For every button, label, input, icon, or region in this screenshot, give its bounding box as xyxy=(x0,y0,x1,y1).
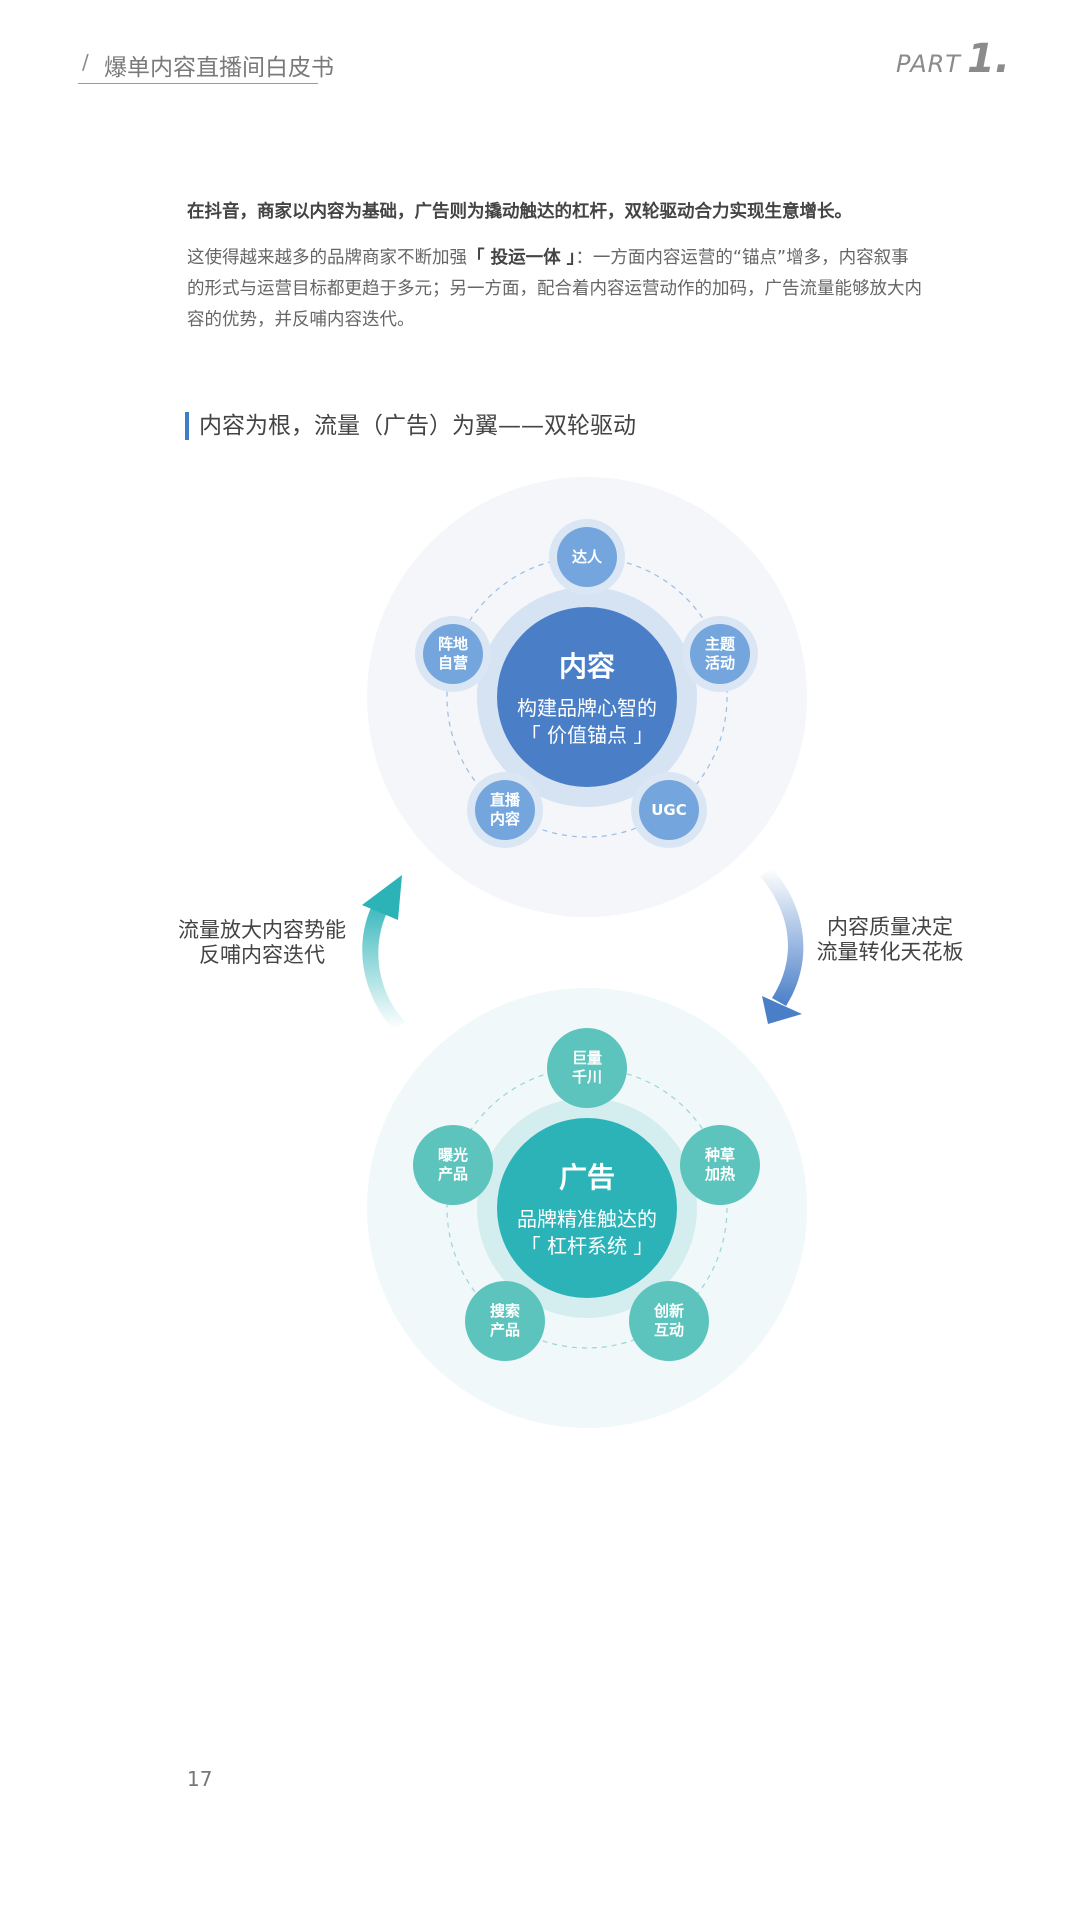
content-node-live-content: 直播 内容 xyxy=(475,780,535,840)
part-number: 1. xyxy=(966,36,1010,82)
document-title: 爆单内容直播间白皮书 xyxy=(104,55,334,81)
content-node-daren: 达人 xyxy=(557,527,617,587)
ad-node-exposure-products: 曝光 产品 xyxy=(413,1125,493,1205)
right-arrow-head xyxy=(762,996,802,1024)
ad-node-seeding-boost: 种草 加热 xyxy=(680,1125,760,1205)
right-curved-arrow xyxy=(760,868,804,1006)
left-flow-label-line-2: 反哺内容迭代 xyxy=(199,943,325,967)
ad-wheel-orbit xyxy=(446,1067,728,1349)
ad-hub-line-2: 「 杠杆系统 」 xyxy=(520,1234,654,1258)
content-hub: 内容 构建品牌心智的 「 价值锚点 」 xyxy=(497,607,677,787)
intro-line-1: 这使得越来越多的品牌商家不断加强「 投运一体 」：一方面内容运营的“锚点”增多，… xyxy=(187,243,977,274)
ad-hub-line-1: 品牌精准触达的 xyxy=(517,1207,657,1231)
intro-highlight: 「 投运一体 」 xyxy=(467,248,576,268)
page-number: 17 xyxy=(187,1767,213,1791)
content-hub-title: 内容 xyxy=(558,650,615,683)
intro-line-2: 的形式与运营目标都更趋于多元；另一方面，配合着内容运营动作的加码，广告流量能够放… xyxy=(187,279,922,299)
content-wheel-orbit xyxy=(446,556,728,838)
ad-node-juliang-qianchuan: 巨量 千川 xyxy=(547,1028,627,1108)
header-running-title: / 爆单内容直播间白皮书 xyxy=(78,46,334,84)
content-node-owned-position: 阵地 自营 xyxy=(423,624,483,684)
header-slash: / xyxy=(82,50,89,74)
intro-line-3: 容的优势，并反哺内容迭代。 xyxy=(187,310,415,330)
content-hub-line-1: 构建品牌心智的 xyxy=(517,696,657,720)
ad-hub-title: 广告 xyxy=(558,1161,615,1194)
ad-hub: 广告 品牌精准触达的 「 杠杆系统 」 xyxy=(497,1118,677,1298)
intro-line-1-after: ：一方面内容运营的“锚点”增多，内容叙事 xyxy=(575,248,909,268)
left-curved-arrow xyxy=(362,895,405,1030)
left-flow-label-line-1: 流量放大内容势能 xyxy=(178,918,346,942)
left-arrow-head xyxy=(362,875,402,920)
intro-paragraph: 这使得越来越多的品牌商家不断加强「 投运一体 」：一方面内容运营的“锚点”增多，… xyxy=(187,243,977,336)
intro-bold-line: 在抖音，商家以内容为基础，广告则为撬动触达的杠杆，双轮驱动合力实现生意增长。 xyxy=(187,202,852,222)
right-flow-label-line-1: 内容质量决定 xyxy=(827,915,953,939)
ad-node-search-products: 搜索 产品 xyxy=(465,1281,545,1361)
content-node-theme-activity: 主题 活动 xyxy=(690,624,750,684)
left-flow-label: 流量放大内容势能 反哺内容迭代 xyxy=(172,918,352,968)
right-flow-label: 内容质量决定 流量转化天花板 xyxy=(810,915,970,965)
content-node-ugc: UGC xyxy=(639,780,699,840)
ad-node-creative-interaction: 创新 互动 xyxy=(629,1281,709,1361)
content-hub-line-2: 「 价值锚点 」 xyxy=(520,723,654,747)
part-word: PART xyxy=(895,50,961,78)
intro-line-1-before: 这使得越来越多的品牌商家不断加强 xyxy=(187,248,467,268)
right-flow-label-line-2: 流量转化天花板 xyxy=(816,940,964,964)
section-title: 内容为根，流量（广告）为翼——双轮驱动 xyxy=(185,412,636,440)
